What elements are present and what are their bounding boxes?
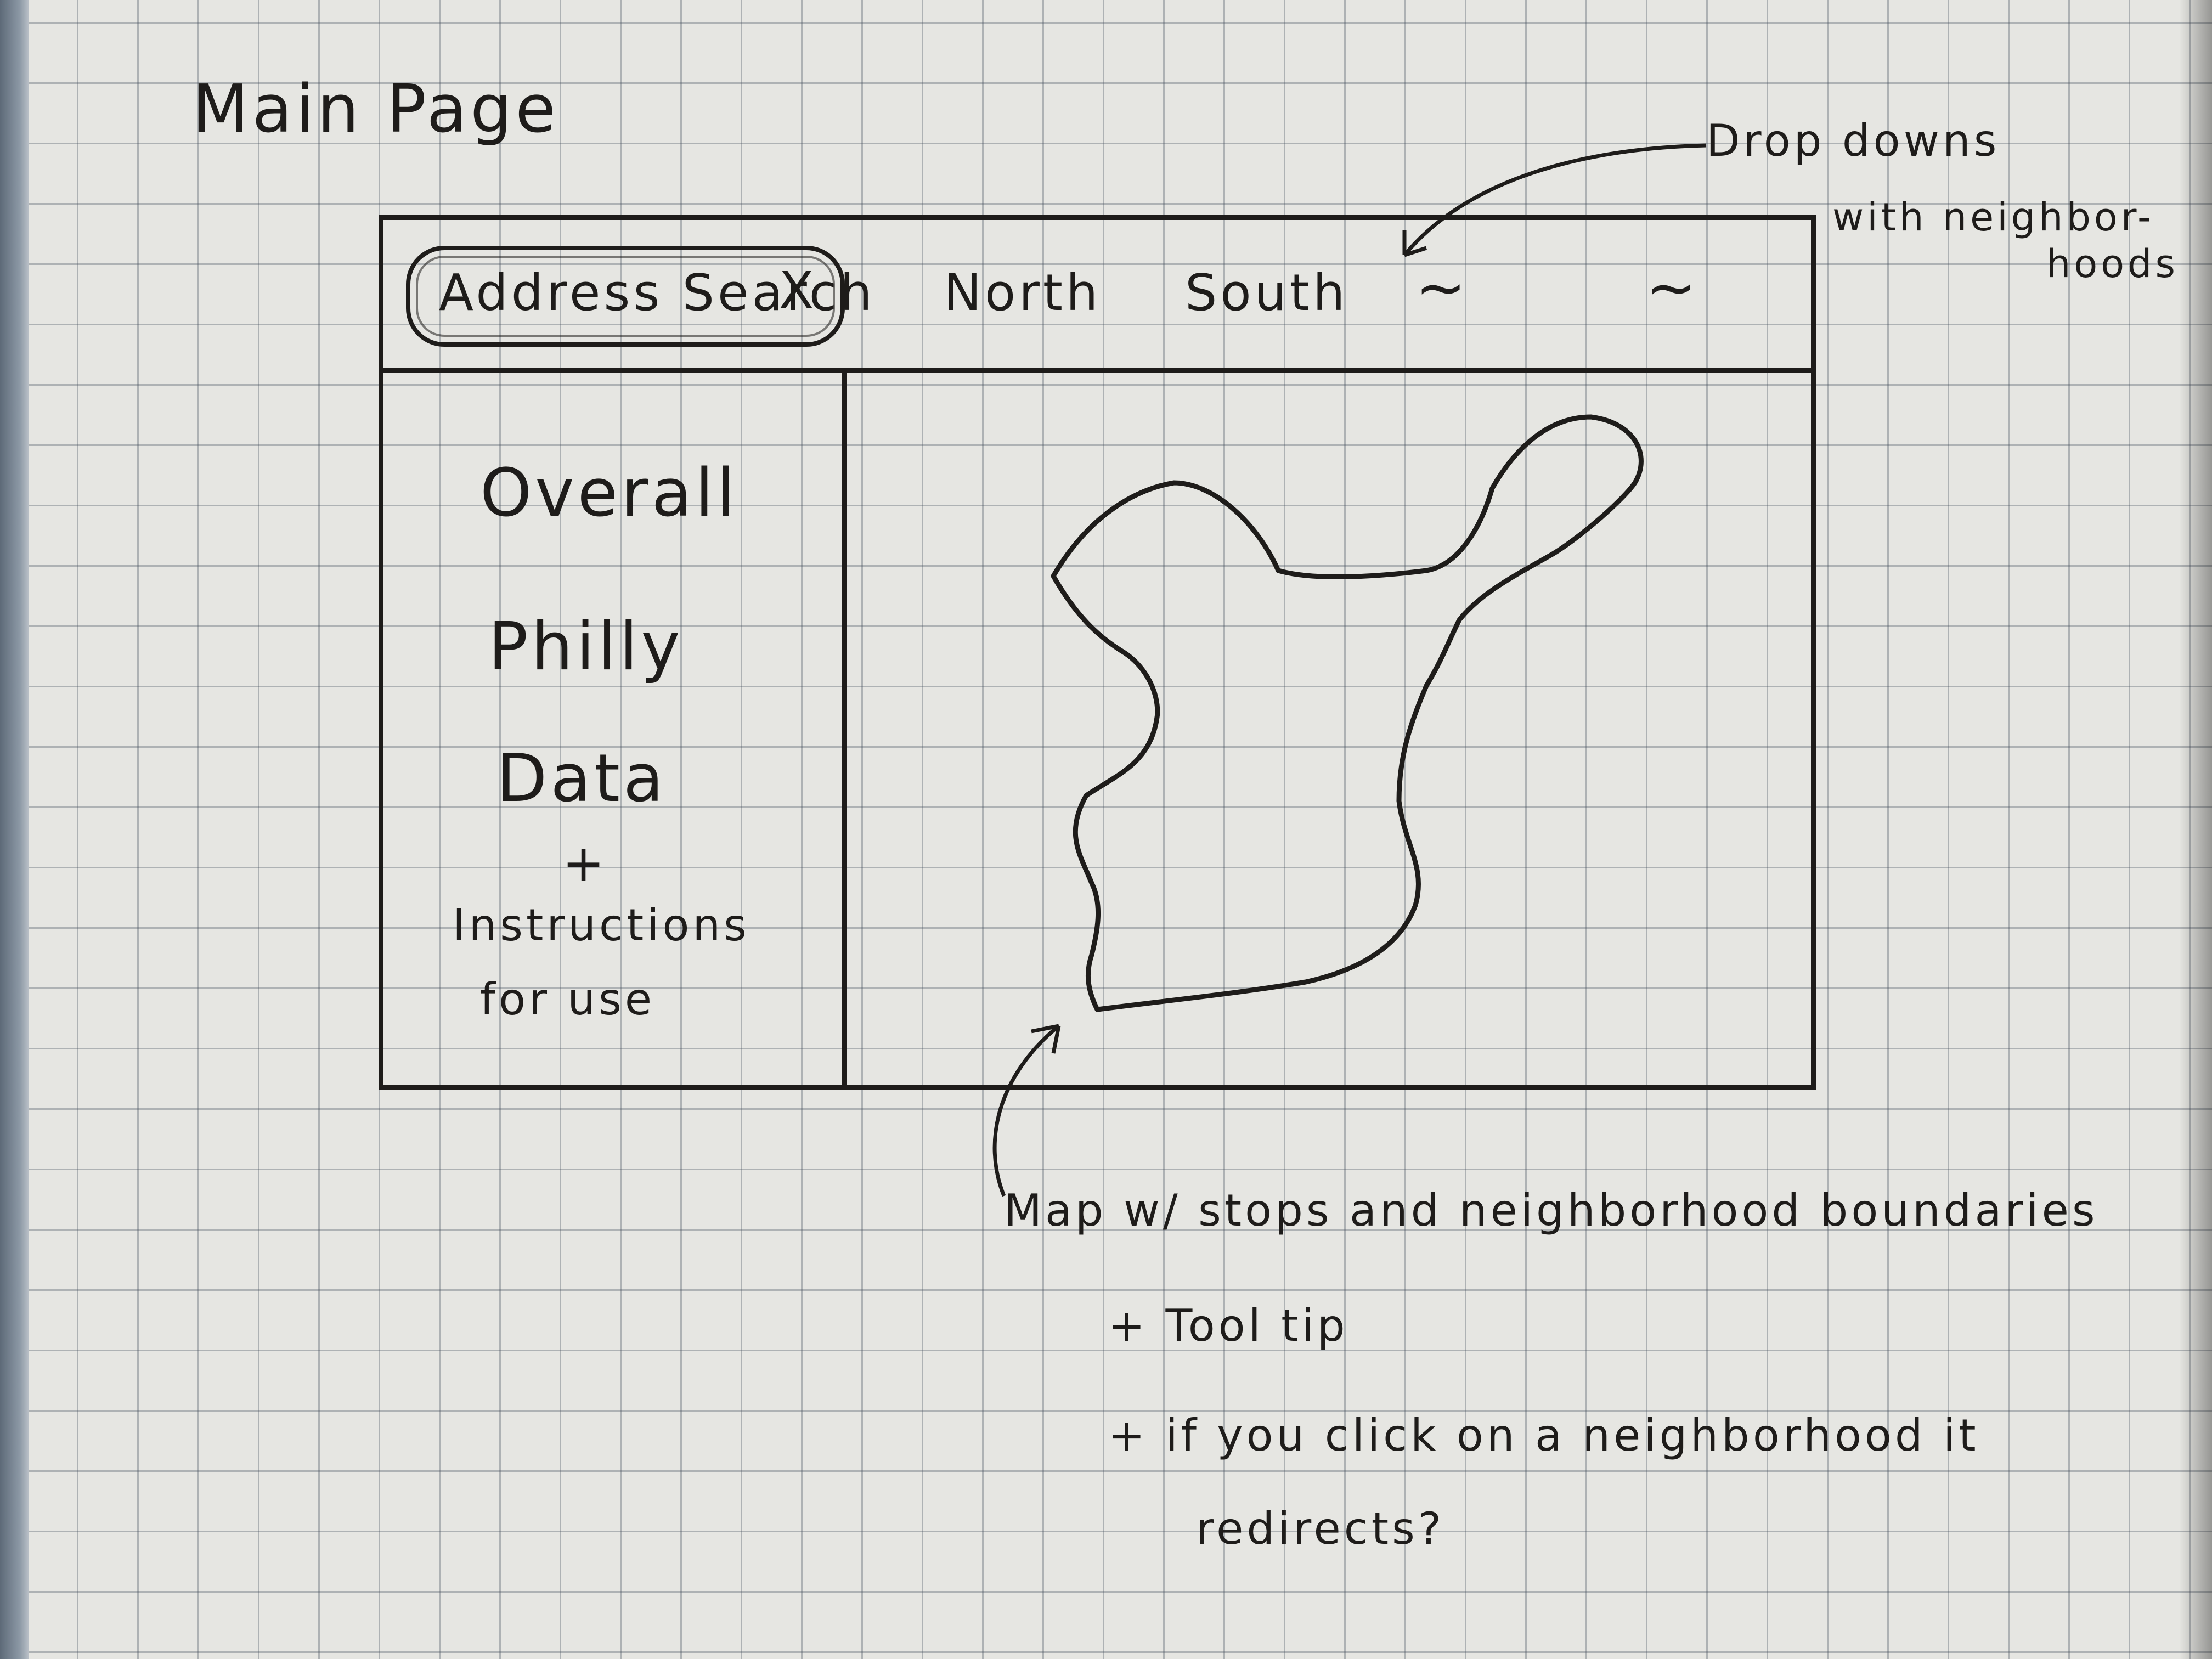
sidebar-line-plus: +: [562, 834, 608, 893]
sidebar-line-data: Data: [496, 741, 667, 817]
map-arrow: [992, 1024, 1060, 1197]
sidebar-line-overall: Overall: [480, 455, 738, 532]
dropdown-north[interactable]: North: [944, 263, 1102, 322]
search-clear-icon[interactable]: X: [779, 261, 817, 320]
address-search-label: Address Search: [439, 263, 876, 322]
annotation-dropdowns-line3: hoods: [2046, 241, 2179, 286]
wireframe-window: [379, 215, 1816, 1090]
annotation-dropdowns-line1: Drop downs: [1706, 115, 2000, 166]
sidebar-line-instructions: Instructions: [453, 900, 750, 951]
dropdown-placeholder-1[interactable]: ~: [1415, 252, 1466, 323]
sidebar-divider: [842, 368, 847, 1090]
map-outline[interactable]: [1051, 414, 1644, 1012]
sidebar-line-for-use: for use: [480, 974, 656, 1025]
address-search-input[interactable]: [406, 246, 845, 347]
page-edge-shadow: [2179, 0, 2212, 1659]
sidebar-line-philly: Philly: [488, 609, 684, 685]
dropdowns-arrow: [1403, 143, 1707, 257]
page-title: Main Page: [192, 71, 560, 148]
annotation-map-line3: + if you click on a neighborhood it: [1108, 1410, 1979, 1461]
annotation-map-line4: redirects?: [1196, 1503, 1445, 1554]
notebook-binding: [0, 0, 29, 1659]
annotation-dropdowns-line2: with neighbor-: [1832, 195, 2155, 240]
dropdown-placeholder-2[interactable]: ~: [1646, 252, 1696, 323]
header-divider: [379, 368, 1816, 373]
annotation-map-line2: + Tool tip: [1108, 1300, 1348, 1351]
dropdown-south[interactable]: South: [1185, 263, 1348, 322]
annotation-map-line1: Map w/ stops and neighborhood boundaries: [1004, 1185, 2098, 1236]
